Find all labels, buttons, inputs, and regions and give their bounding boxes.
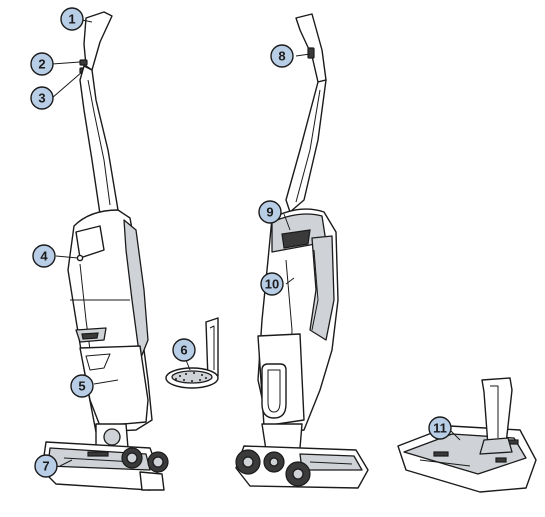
callout-4: 4 xyxy=(33,245,55,267)
callout-5: 5 xyxy=(71,375,93,397)
rear-neck-joint xyxy=(262,424,302,450)
vacuum-rear-view xyxy=(236,14,368,488)
callout-6-label: 6 xyxy=(180,343,187,358)
front-handle-grip xyxy=(84,12,112,70)
callout-11: 11 xyxy=(429,417,451,439)
power-button-icon xyxy=(77,255,82,260)
callout-2-label: 2 xyxy=(38,57,45,72)
callout-7: 7 xyxy=(35,455,57,477)
front-handle-shaft xyxy=(80,66,118,214)
rear-handle-shaft xyxy=(286,80,326,212)
callout-10: 10 xyxy=(261,273,283,295)
callout-6: 6 xyxy=(173,339,195,361)
charging-dock xyxy=(398,378,536,492)
callout-8-label: 8 xyxy=(278,49,285,64)
callout-7-label: 7 xyxy=(42,459,49,474)
callout-4-label: 4 xyxy=(40,249,48,264)
callout-1-label: 1 xyxy=(68,12,75,27)
callout-1: 1 xyxy=(61,8,83,30)
callout-9: 9 xyxy=(259,201,281,223)
callout-8: 8 xyxy=(271,45,293,67)
callout-9-label: 9 xyxy=(266,205,273,220)
rear-carry-handle xyxy=(262,364,286,418)
vacuum-front-view xyxy=(42,12,168,490)
rear-handle-button xyxy=(308,48,314,58)
callout-10-label: 10 xyxy=(265,277,279,292)
callout-11-label: 11 xyxy=(433,421,447,436)
callout-3-label: 3 xyxy=(38,91,45,106)
callout-3: 3 xyxy=(31,87,53,109)
front-handle-button-upper xyxy=(80,60,87,65)
callout-5-label: 5 xyxy=(78,379,85,394)
callout-2: 2 xyxy=(31,53,53,75)
